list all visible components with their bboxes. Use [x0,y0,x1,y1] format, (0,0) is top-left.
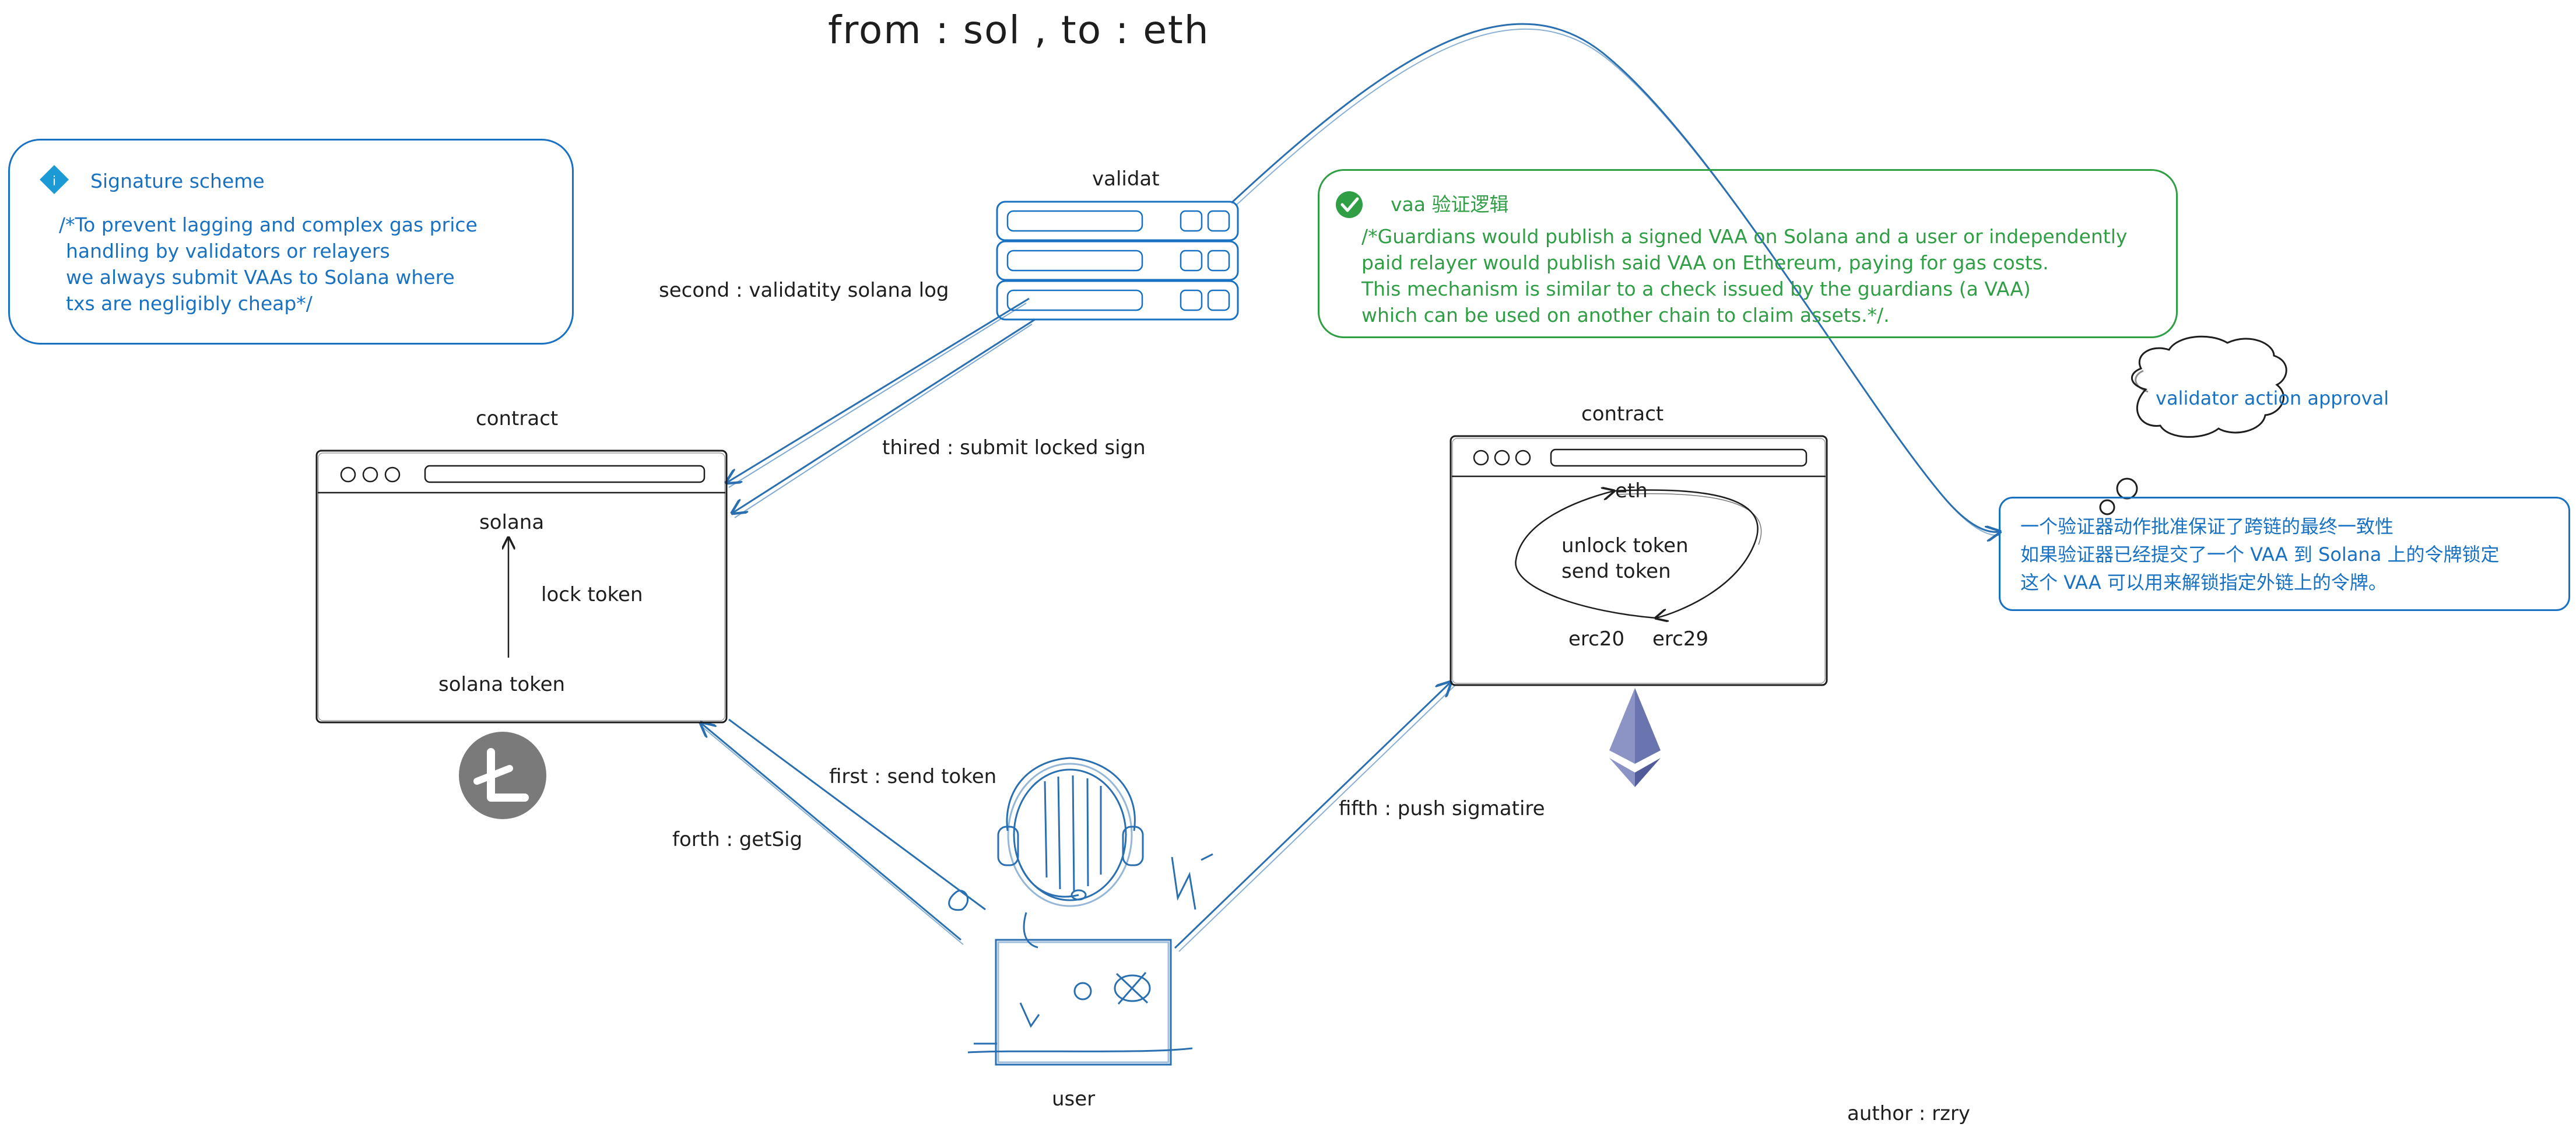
solana-token-label: solana token [438,673,566,696]
diagram-title: from : sol , to : eth [828,8,1210,52]
consistency-note-body: 一个验证器动作批准保证了跨链的最终一致性 如果验证器已经提交了一个 VAA 到 … [2020,512,2500,596]
eth-loop-arrow [1613,489,1759,618]
consistency-note-line: 这个 VAA 可以用来解锁指定外链上的令牌。 [2020,571,2387,594]
step-first-label: first : send token [829,765,997,788]
solana-contract-label: contract [476,407,559,430]
signature-note-line: txs are negligibly cheap*/ [66,292,313,315]
vaa-note-line: paid relayer would publish said VAA on E… [1361,251,2049,274]
author-label: author : rzry [1847,1102,1971,1125]
thought-bubble-text: validator action approval [2156,385,2389,412]
svg-text:i: i [52,174,56,189]
signature-note-line: handling by validators or relayers [66,240,390,262]
user-label: user [1052,1087,1096,1111]
check-circle-icon [1336,191,1363,218]
thought-bubble-line: validator [2156,387,2238,409]
step-second-label: second : validatity solana log [659,279,949,302]
eth-erc29-label: erc29 [1652,627,1709,651]
solana-contract-window [315,450,728,724]
signature-note-heading: Signature scheme [90,170,265,192]
thought-bubble [2099,335,2287,515]
solana-top-label: solana [479,511,545,534]
vaa-note-line: This mechanism is similar to a check iss… [1361,278,2031,300]
vaa-verification-note: vaa 验证逻辑 /*Guardians would publish a sig… [1318,169,2178,338]
user-sketch [948,757,1213,1066]
signature-note-line: /*To prevent lagging and complex gas pri… [59,213,478,236]
signature-note-body: /*To prevent lagging and complex gas pri… [59,212,478,317]
step-fifth-label: fifth : push sigmatire [1339,797,1545,820]
eth-send-label: send token [1561,560,1671,583]
edge-second-validator-to-solana [727,297,1030,483]
vaa-note-body: /*Guardians would publish a signed VAA o… [1361,223,2127,328]
validator-server-stack [996,201,1239,321]
vaa-note-heading: vaa 验证逻辑 [1391,193,1509,216]
edge-third-validator-to-solana [732,318,1036,513]
consistency-note-line: 如果验证器已经提交了一个 VAA 到 Solana 上的令牌锁定 [2020,543,2500,566]
step-third-label: thired : submit locked sign [882,436,1146,459]
signature-scheme-note: Signature scheme /*To prevent lagging an… [8,139,574,345]
eth-erc20-label: erc20 [1568,627,1625,651]
info-diamond-icon: i [40,165,69,194]
step-forth-label: forth : getSig [672,828,803,851]
eth-top-label: eth [1615,479,1648,503]
eth-contract-label: contract [1581,402,1664,426]
ethereum-diamond-icon [1609,688,1661,787]
thought-bubble-line: action [2244,387,2302,409]
vaa-note-line: which can be used on another chain to cl… [1361,304,1890,326]
thought-bubble-line: approval [2307,387,2389,409]
vaa-note-line: /*Guardians would publish a signed VAA o… [1361,225,2128,248]
edge-forth-user-to-solana [728,718,986,911]
edge-fifth-user-to-eth [1174,682,1451,949]
consistency-note-line: 一个验证器动作批准保证了跨链的最终一致性 [2020,515,2394,538]
validator-label: validat [1092,167,1160,191]
consistency-note: 一个验证器动作批准保证了跨链的最终一致性 如果验证器已经提交了一个 VAA 到 … [1999,497,2570,611]
edge-first-user-to-solana [701,723,961,941]
eth-contract-window [1450,435,1828,686]
litecoin-style-coin-icon [459,732,546,819]
solana-lock-label: lock token [541,583,643,606]
eth-unlock-label: unlock token [1561,534,1689,557]
signature-note-line: we always submit VAAs to Solana where [66,266,455,289]
